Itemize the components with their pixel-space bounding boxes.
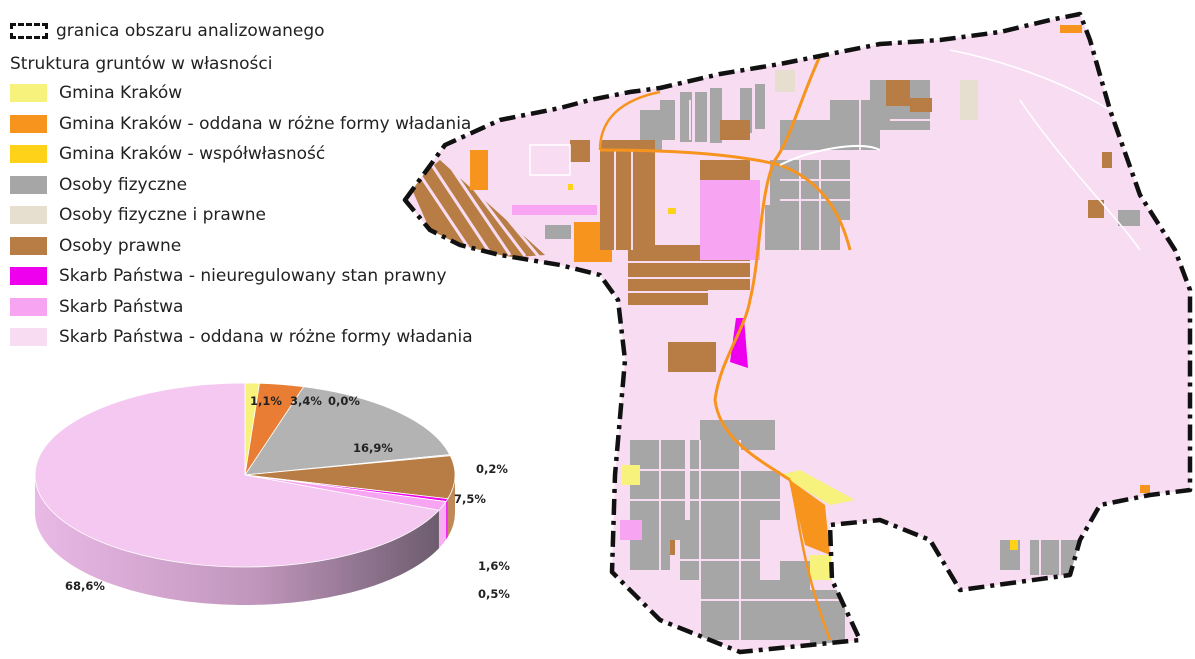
legend-item: Osoby fizyczne i prawne bbox=[10, 200, 570, 231]
legend-item-label: Gmina Kraków - współwłasność bbox=[59, 144, 326, 165]
legend-heading: Struktura gruntów w własności bbox=[10, 54, 273, 74]
pie-slice bbox=[34, 382, 440, 568]
legend-boundary-label: granica obszaru analizowanego bbox=[56, 21, 325, 41]
pie-labels: 1,1% 3,4% 0,0% 16,9% 0,2% 7,5% 0,5% 1,6% 68,6% bbox=[65, 394, 510, 601]
legend-item-label: Skarb Państwa - oddana w różne formy wła… bbox=[59, 327, 473, 348]
legend-item-label: Osoby prawne bbox=[59, 235, 182, 256]
legend-boundary-row: granica obszaru analizowanego bbox=[10, 12, 570, 50]
legend-item: Osoby prawne bbox=[10, 231, 570, 262]
pie-data-label: 68,6% bbox=[65, 579, 105, 593]
pie-slice-side bbox=[446, 498, 448, 540]
pie-data-label: 0,2% bbox=[476, 462, 508, 476]
legend: granica obszaru analizowanego Struktura … bbox=[10, 12, 570, 353]
legend-item-label: Osoby fizyczne i prawne bbox=[59, 205, 266, 226]
legend-item: Gmina Kraków - oddana w różne formy wład… bbox=[10, 109, 570, 140]
legend-swatch bbox=[10, 114, 47, 133]
pie-slice bbox=[244, 455, 456, 500]
map-roads bbox=[598, 49, 1141, 641]
legend-item-label: Osoby fizyczne bbox=[59, 174, 188, 195]
pie-side-wall bbox=[35, 475, 455, 605]
legend-item-label: Skarb Państwa bbox=[59, 296, 184, 317]
pie-data-label: 0,0% bbox=[328, 394, 360, 408]
pie-top-face bbox=[34, 382, 456, 568]
legend-swatch bbox=[10, 236, 47, 255]
pie-data-label: 0,5% bbox=[478, 587, 510, 601]
legend-item: Gmina Kraków bbox=[10, 78, 570, 109]
legend-item: Skarb Państwa bbox=[10, 292, 570, 323]
pie-chart-svg: 1,1% 3,4% 0,0% 16,9% 0,2% 7,5% 0,5% 1,6% 68,6% bbox=[34, 382, 510, 605]
pie-data-label: 16,9% bbox=[353, 441, 393, 455]
pie-slice-side bbox=[35, 475, 439, 605]
legend-swatch bbox=[10, 145, 47, 164]
pie-slice-side bbox=[447, 475, 455, 537]
legend-swatch bbox=[10, 84, 47, 103]
legend-item-label: Skarb Państwa - nieuregulowany stan praw… bbox=[59, 266, 447, 287]
legend-swatch bbox=[10, 267, 47, 286]
legend-item-label: Gmina Kraków bbox=[59, 83, 183, 104]
legend-swatch bbox=[10, 297, 47, 316]
legend-item: Osoby fizyczne bbox=[10, 170, 570, 201]
pie-data-label: 7,5% bbox=[454, 492, 486, 506]
pie-slice-side bbox=[438, 501, 447, 549]
pie-data-label: 3,4% bbox=[290, 394, 322, 408]
pie-data-label: 1,1% bbox=[250, 394, 282, 408]
ownership-map bbox=[390, 0, 1195, 655]
analysis-area-boundary bbox=[402, 11, 1193, 655]
pie-data-label: 1,6% bbox=[478, 559, 510, 573]
legend-item: Gmina Kraków - współwłasność bbox=[10, 139, 570, 170]
legend-item: Skarb Państwa - nieuregulowany stan praw… bbox=[10, 261, 570, 292]
legend-item: Skarb Państwa - oddana w różne formy wła… bbox=[10, 322, 570, 353]
ownership-pie-chart: 1,1% 3,4% 0,0% 16,9% 0,2% 7,5% 0,5% 1,6% 68,6% bbox=[20, 380, 580, 655]
legend-swatch bbox=[10, 206, 47, 225]
pie-slice bbox=[244, 386, 451, 476]
legend-item-label: Gmina Kraków - oddana w różne formy wład… bbox=[59, 113, 472, 134]
boundary-swatch-icon bbox=[10, 23, 48, 39]
legend-items: Gmina Kraków Gmina Kraków - oddana w róż… bbox=[10, 78, 570, 353]
legend-swatch bbox=[10, 175, 47, 194]
legend-heading-row: Struktura gruntów w własności bbox=[10, 50, 570, 78]
map-svg bbox=[402, 11, 1193, 655]
legend-swatch bbox=[10, 328, 47, 347]
